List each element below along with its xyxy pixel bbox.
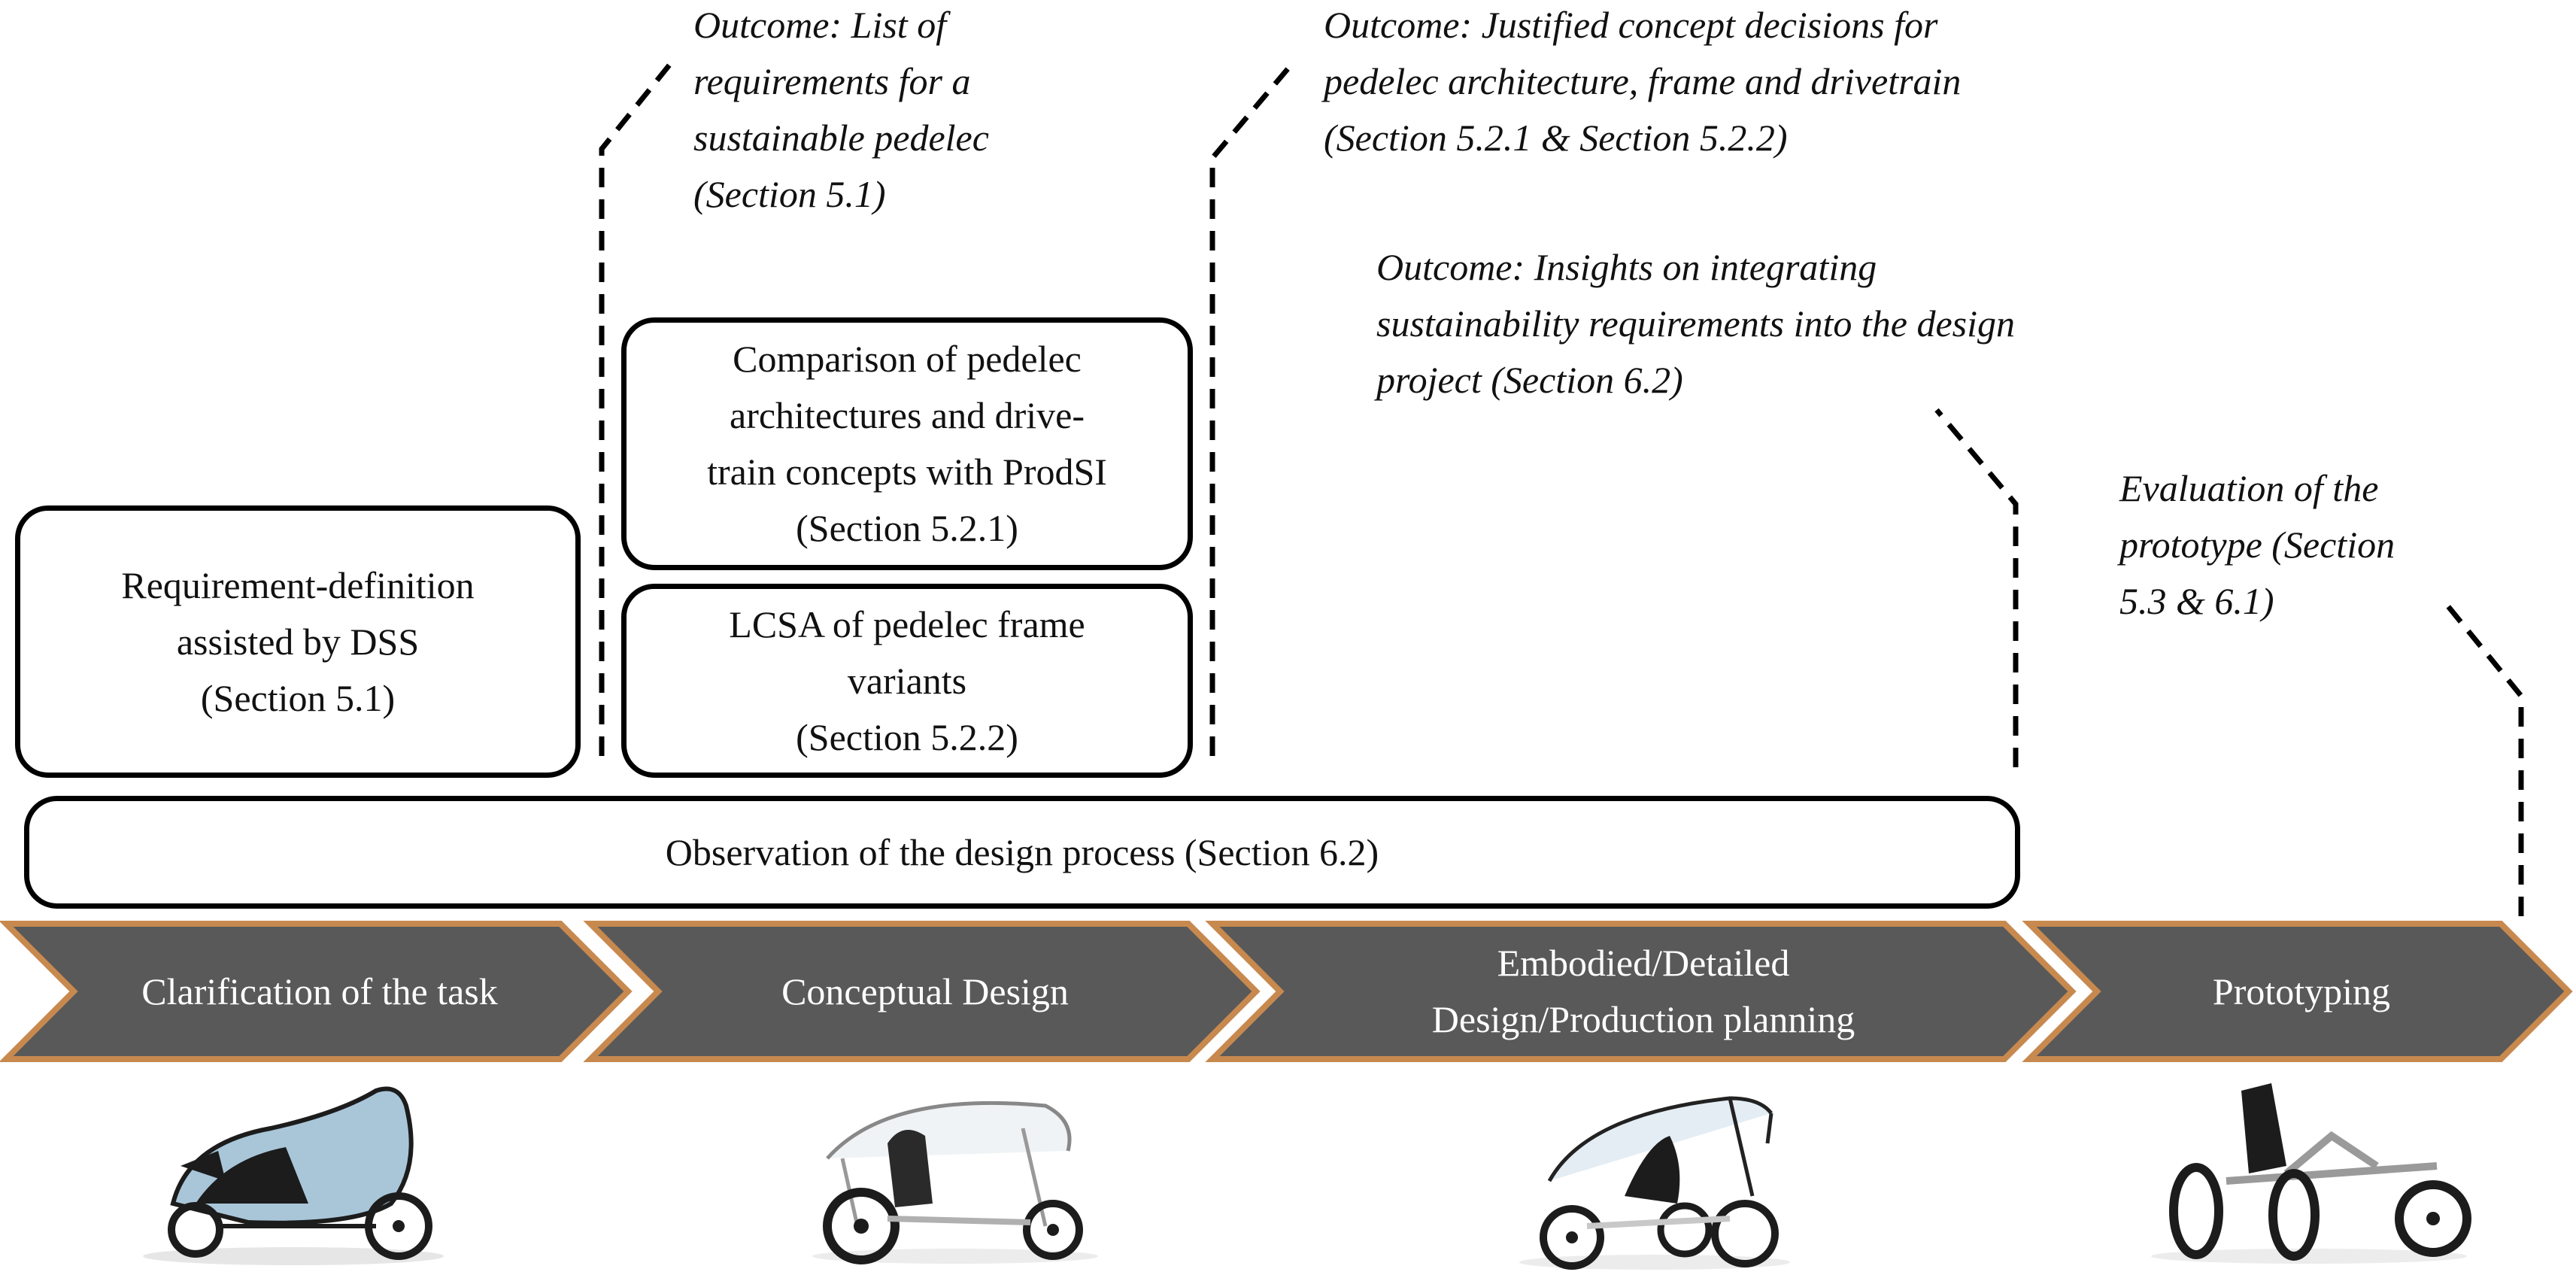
stage-label-clarification: Clarification of the task: [141, 970, 498, 1012]
dashed-connector-concept: [1209, 58, 1297, 756]
stage-label-embodied: Embodied/Detailed Design/Production plan…: [1431, 942, 1855, 1040]
canopy-trike-render-icon: [1519, 1096, 1790, 1270]
outcome-concept: Outcome: Justified concept decisions for…: [1324, 4, 1962, 159]
stage-chevron-prototyping: [2022, 921, 2573, 1062]
stage-chevron-clarification: [0, 921, 633, 1062]
recumbent-trike-prototype-icon: [2151, 1083, 2471, 1264]
box-observation: Observation of the design process (Secti…: [24, 796, 2020, 909]
box-comparison-text: Comparison of pedelec architectures and …: [707, 338, 1107, 549]
box-observation-text: Observation of the design process (Secti…: [665, 830, 1379, 873]
dashed-connector-evaluation: [2442, 600, 2524, 916]
dashed-connector-requirements: [599, 61, 673, 756]
box-requirement-definition: Requirement-definition assisted by DSS (…: [15, 505, 581, 778]
box-requirement-definition-text: Requirement-definition assisted by DSS (…: [121, 563, 475, 719]
stage-label-prototyping: Prototyping: [2212, 970, 2391, 1012]
box-lcsa-text: LCSA of pedelec frame variants (Section …: [729, 603, 1085, 758]
enclosed-recumbent-trike-icon: [143, 1086, 444, 1265]
box-lcsa: LCSA of pedelec frame variants (Section …: [621, 584, 1193, 778]
outcome-insights: Outcome: Insights on integrating sustain…: [1376, 246, 2015, 401]
stage-chevron-conceptual: [583, 921, 1261, 1062]
box-comparison: Comparison of pedelec architectures and …: [621, 317, 1193, 570]
outcome-requirements: Outcome: List of requirements for a sust…: [693, 4, 989, 215]
canopy-trike-concept-icon: [812, 1100, 1098, 1264]
stage-label-conceptual: Conceptual Design: [781, 970, 1069, 1012]
stage-chevron-embodied: [1205, 921, 2077, 1062]
dashed-connector-insights: [1934, 408, 2019, 767]
outcome-evaluation: Evaluation of the prototype (Section 5.3…: [2119, 467, 2395, 622]
